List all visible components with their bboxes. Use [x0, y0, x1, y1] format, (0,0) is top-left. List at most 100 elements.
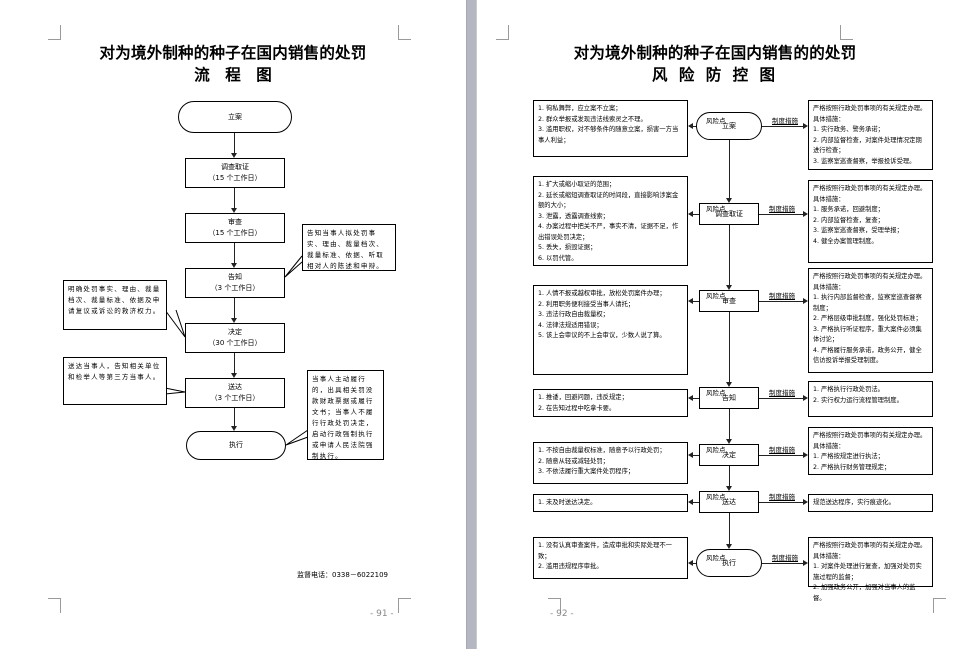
- connector: [234, 353, 235, 375]
- risk-point-label: 风险点: [706, 446, 726, 454]
- risk-item: 2. 在告知过程中吃拿卡要。: [538, 404, 616, 412]
- node-label: 告知: [228, 273, 242, 281]
- connector: [729, 409, 730, 440]
- connector: [234, 408, 235, 428]
- connector: [234, 243, 235, 265]
- note-text: 送达当事人，告知相关单位和检举人等第三方当事人。: [68, 362, 161, 381]
- control-item: 4. 健全办案管理制度。: [813, 237, 878, 245]
- risk-node: 执行: [696, 549, 762, 577]
- risk-item: 1. 没有认真审查案件，造成审批和实际处理不一致；: [538, 542, 672, 560]
- arrow-right-icon: [803, 298, 808, 304]
- risk-item: 1. 人情不报或越权审批，放松处罚案件办理；: [538, 290, 666, 297]
- arrow-down-icon: [726, 544, 732, 549]
- flow-node-delivery: 送达 （3 个工作日）: [185, 378, 285, 408]
- crop-mark: [548, 598, 561, 613]
- risk-item: 3. 违法行政自由裁量权；: [538, 311, 609, 318]
- node-label: 审查: [722, 296, 736, 305]
- control-measure-label: 制度措施: [769, 205, 795, 213]
- arrow-left-icon: [688, 123, 693, 129]
- risk-item: 2. 滥用违规程序审批。: [538, 563, 603, 570]
- risk-item: 3. 泄露，透露调查线索；: [538, 212, 609, 220]
- arrow-down-icon: [231, 263, 237, 268]
- risk-item: 2. 延长或缩短调查取证的时间段，直接影响涉案金额的大小；: [538, 191, 679, 210]
- note-execution: 当事人主动履行的，出具相关罚没款财政票据或履行文书；当事人不履行行政处罚决定，启…: [307, 370, 384, 460]
- control-item: 严格按照行政处罚事项的有关规定办理。具体措施：: [813, 273, 927, 291]
- node-label: 立案: [228, 112, 242, 121]
- document-page-91: 对为境外制种的种子在国内销售的处罚 流 程 图 立案 调查取证 （15 个工作日…: [0, 0, 466, 649]
- risk-connector: [692, 502, 699, 503]
- flow-node-filing: 立案: [178, 101, 292, 133]
- risk-box: 1. 没有认真审查案件，造成审批和实际处理不一致； 2. 滥用违规程序审批。: [533, 537, 688, 579]
- control-item: 2. 加强政务公开，加强对当事人的监督。: [813, 584, 916, 602]
- control-item: 1. 严格按规定进行执法；: [813, 453, 884, 460]
- risk-connector: [692, 214, 699, 215]
- flow-node-execution: 执行: [186, 431, 286, 460]
- page-gutter: [466, 0, 477, 649]
- crop-mark: [496, 25, 509, 40]
- risk-node: 立案: [696, 112, 762, 140]
- control-measure-label: 制度措施: [769, 292, 795, 300]
- crop-mark: [48, 25, 61, 40]
- control-item: 2. 严格层级审批制度，强化处罚标准；: [813, 315, 922, 322]
- risk-item: 5. 丢失，损毁证据；: [538, 244, 597, 251]
- crop-mark: [398, 25, 411, 40]
- note-text: 当事人主动履行的，出具相关罚没款财政票据或履行文书；当事人不履行行政处罚决定，启…: [312, 375, 374, 460]
- control-item: 1. 对案件处理进行复查，加强对处罚实施过程的监督；: [813, 563, 922, 581]
- control-connector: [759, 502, 804, 503]
- note-text: 告知当事人拟处罚事实、理由、裁量档次、裁量标准、依据、听取相对人的陈述和申辩。: [307, 229, 384, 270]
- arrow-down-icon: [231, 208, 237, 213]
- control-box: 严格按照行政处罚事项的有关规定办理。具体措施：1. 服务承诺，回避制度；2. 内…: [808, 180, 933, 263]
- callout-pointers: [164, 255, 309, 446]
- control-measure-label: 制度措施: [769, 446, 795, 454]
- node-label: 送达: [228, 383, 242, 391]
- risk-point-label: 风险点: [706, 292, 726, 300]
- node-days: （3 个工作日）: [210, 284, 260, 292]
- risk-box: 1. 不按自由裁量权标准，随意予以行政处罚；2. 随意从轻或减轻处罚；3. 不依…: [533, 442, 688, 484]
- node-label: 决定: [722, 450, 736, 459]
- arrow-down-icon: [231, 373, 237, 378]
- risk-node: 送达: [699, 491, 759, 513]
- node-label: 决定: [228, 328, 242, 336]
- crop-mark: [48, 598, 61, 613]
- crop-mark: [398, 598, 411, 613]
- connector: [729, 513, 730, 545]
- risk-item: 3. 滥用职权，对不够条件的随意立案，损害一方当事人利益；: [538, 126, 679, 144]
- control-item: 规范送达程序，实行痕迹化。: [813, 499, 895, 506]
- node-days: （15 个工作日）: [208, 229, 262, 237]
- arrow-down-icon: [231, 153, 237, 158]
- control-item: 4. 严格履行服务承诺，政务公开，健全信访投诉举报受理制度。: [813, 346, 922, 365]
- control-item: 严格按照行政处罚事项的有关规定办理。具体措施：: [813, 542, 927, 560]
- control-item: 3. 严格执行听证程序，重大案件必须集体讨论；: [813, 325, 922, 344]
- risk-box: 1. 扩大或缩小取证的范围；2. 延长或缩短调查取证的时间段，直接影响涉案金额的…: [533, 176, 688, 266]
- note-inform: 告知当事人拟处罚事实、理由、裁量档次、裁量标准、依据、听取相对人的陈述和申辩。: [302, 224, 396, 271]
- control-item: 2. 实行权力运行流程管理制度。: [813, 396, 903, 404]
- control-box: 严格按照行政处罚事项的有关规定办理。具体措施： 1. 对案件处理进行复查，加强对处…: [808, 537, 933, 602]
- control-box: 严格按照行政处罚事项的有关规定办理。具体措施：1. 实行政务、警务承诺；2. 内…: [808, 100, 933, 170]
- risk-connector: [692, 301, 699, 302]
- risk-item: 2. 随意从轻或减轻处罚；: [538, 457, 609, 465]
- control-measure-label: 制度措施: [769, 389, 795, 397]
- control-box: 严格按照行政处罚事项的有关规定办理。具体措施：1. 执行内部监督检查，监察室巡查…: [808, 268, 933, 373]
- risk-connector: [692, 563, 696, 564]
- arrow-left-icon: [688, 452, 693, 458]
- connector: [729, 225, 730, 286]
- arrow-left-icon: [688, 211, 693, 217]
- risk-box: 1. 推诿，回避问题，违反规定；2. 在告知过程中吃拿卡要。: [533, 389, 688, 417]
- connector: [729, 312, 730, 383]
- control-item: 3. 监察室巡查督察，举报投诉受理。: [813, 157, 916, 165]
- risk-box: 1. 人情不报或越权审批，放松处罚案件办理；2. 利用职务便利接受当事人请托；3…: [533, 285, 688, 375]
- node-label: 立案: [722, 121, 736, 130]
- control-item: 3. 监察室巡查督察，受理举报；: [813, 227, 903, 234]
- node-label: 送达: [722, 497, 736, 506]
- control-item: 2. 内部监督检查，复查；: [813, 216, 884, 224]
- control-connector: [759, 214, 804, 215]
- arrow-down-icon: [231, 426, 237, 431]
- control-connector: [762, 563, 804, 564]
- control-item: 严格按照行政处罚事项的有关规定办理。具体措施：: [813, 185, 927, 203]
- risk-item: 1. 未及时送达决定。: [538, 499, 597, 506]
- risk-point-label: 风险点: [706, 117, 726, 125]
- risk-connector: [692, 455, 699, 456]
- risk-point-label: 风险点: [706, 205, 726, 213]
- risk-node: 审查: [699, 290, 759, 312]
- risk-item: 6. 以罚代管。: [538, 254, 578, 262]
